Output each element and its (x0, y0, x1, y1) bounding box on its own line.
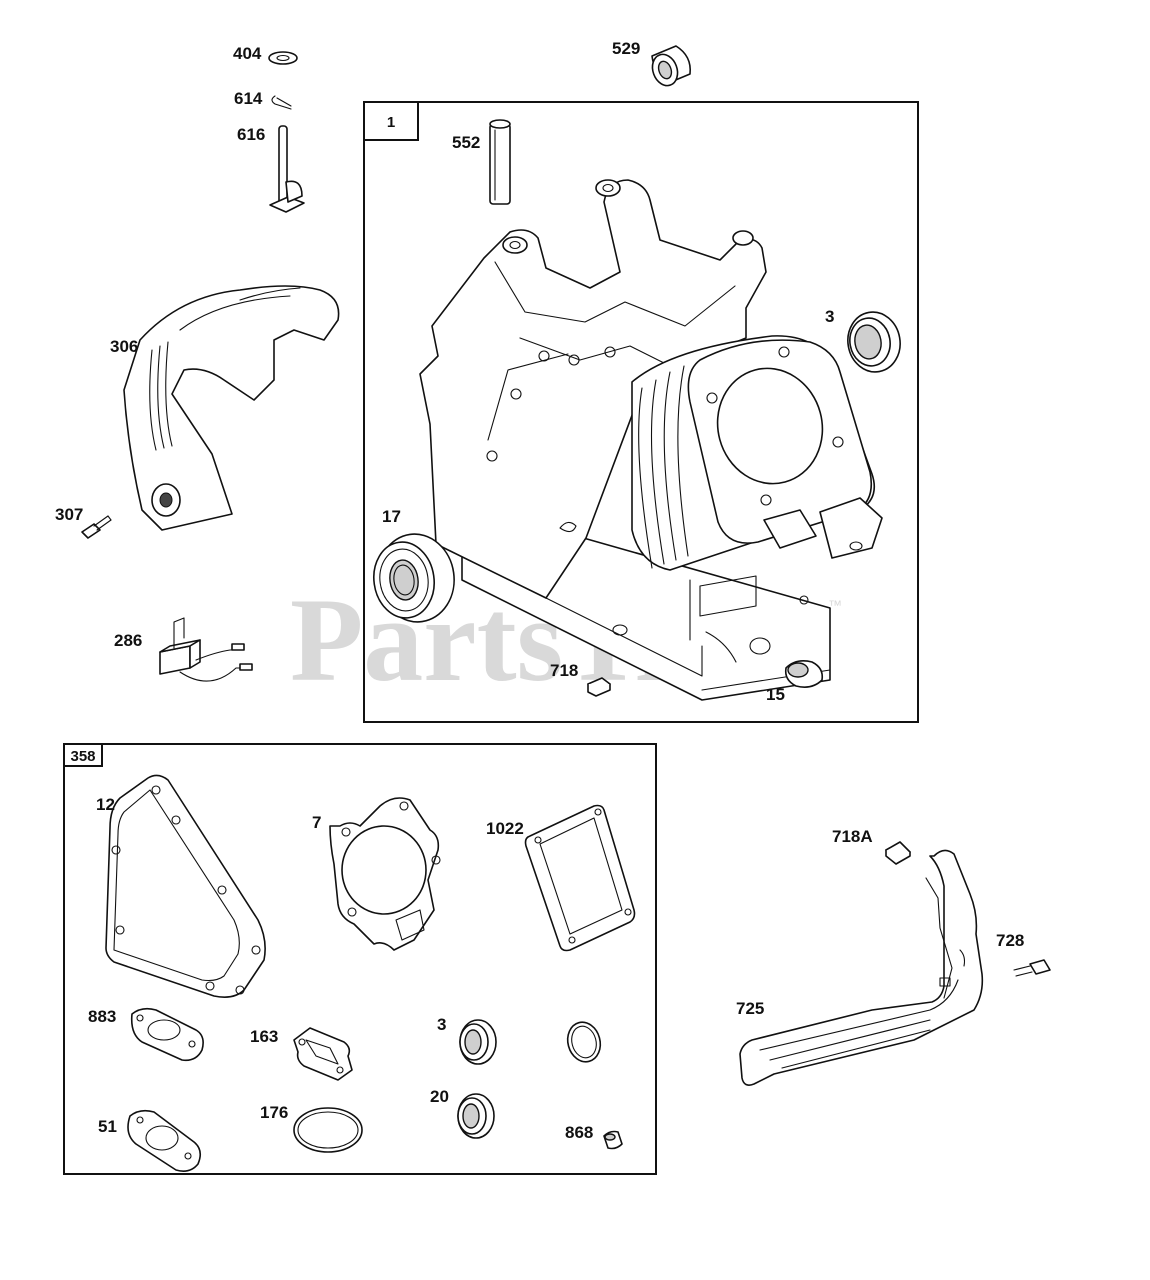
part-12-gasket[interactable] (105, 774, 266, 998)
label-51: 51 (98, 1117, 117, 1136)
part-306-baffle[interactable] (123, 285, 340, 531)
part-286-sensor[interactable] (159, 617, 253, 682)
label-163: 163 (250, 1027, 278, 1046)
label-718: 718 (550, 661, 578, 680)
engine-block-group: 1 (363, 101, 919, 723)
part-725-housing[interactable] (739, 849, 984, 1086)
part-20-seal[interactable] (457, 1093, 495, 1139)
part-614-pin[interactable] (271, 95, 292, 110)
part-529-bushing[interactable] (648, 45, 692, 89)
engine-block-ref-box (363, 101, 419, 141)
part-163-gasket[interactable] (293, 1027, 353, 1081)
engine-block-frame (363, 101, 919, 723)
label-728: 728 (996, 931, 1024, 950)
watermark-trademark: ™ (828, 597, 842, 613)
gasket-set-group: 358 (63, 743, 657, 1175)
label-529: 529 (612, 39, 640, 58)
part-15-plug[interactable] (784, 660, 824, 688)
label-552: 552 (452, 133, 480, 152)
part-51-gasket[interactable] (127, 1109, 202, 1172)
label-868: 868 (565, 1123, 593, 1142)
label-725: 725 (736, 999, 764, 1018)
part-616-shaft[interactable] (269, 125, 305, 213)
label-176: 176 (260, 1103, 288, 1122)
label-616: 616 (237, 125, 265, 144)
part-17-bearing[interactable] (369, 529, 460, 627)
label-614: 614 (234, 89, 263, 108)
part-3-seal-set[interactable] (459, 1019, 497, 1065)
part-404-washer[interactable] (268, 51, 298, 65)
label-12: 12 (96, 795, 115, 814)
part-728-screw[interactable] (1013, 959, 1051, 977)
o-ring[interactable] (563, 1019, 604, 1066)
part-552-dowel[interactable] (489, 119, 511, 205)
part-176-ring[interactable] (293, 1107, 363, 1153)
label-3-top: 3 (825, 307, 834, 326)
part-718a-dowel[interactable] (885, 841, 911, 865)
label-15: 15 (766, 685, 785, 704)
label-3-set: 3 (437, 1015, 446, 1034)
engine-block-ref-label: 1 (387, 114, 395, 131)
part-883-gasket[interactable] (130, 1007, 204, 1062)
label-286: 286 (114, 631, 142, 650)
part-1022-cover-gasket[interactable] (524, 804, 636, 952)
gasket-set-ref-label: 358 (70, 748, 95, 765)
label-7: 7 (312, 813, 321, 832)
gasket-set-frame (63, 743, 657, 1175)
engine-block-crankcase[interactable] (419, 179, 883, 701)
part-7-head-gasket[interactable] (329, 797, 441, 951)
part-307-screw[interactable] (81, 515, 112, 539)
label-17: 17 (382, 507, 401, 526)
label-20: 20 (430, 1087, 449, 1106)
label-307: 307 (55, 505, 83, 524)
gasket-set-ref-box (63, 743, 103, 767)
part-718-dowel[interactable] (587, 677, 611, 697)
label-883: 883 (88, 1007, 116, 1026)
label-306: 306 (110, 337, 138, 356)
part-3-seal-top[interactable] (843, 308, 905, 376)
label-718a: 718A (832, 827, 873, 846)
part-868-cap[interactable] (603, 1130, 623, 1150)
label-404: 404 (233, 44, 262, 63)
label-1022: 1022 (486, 819, 524, 838)
